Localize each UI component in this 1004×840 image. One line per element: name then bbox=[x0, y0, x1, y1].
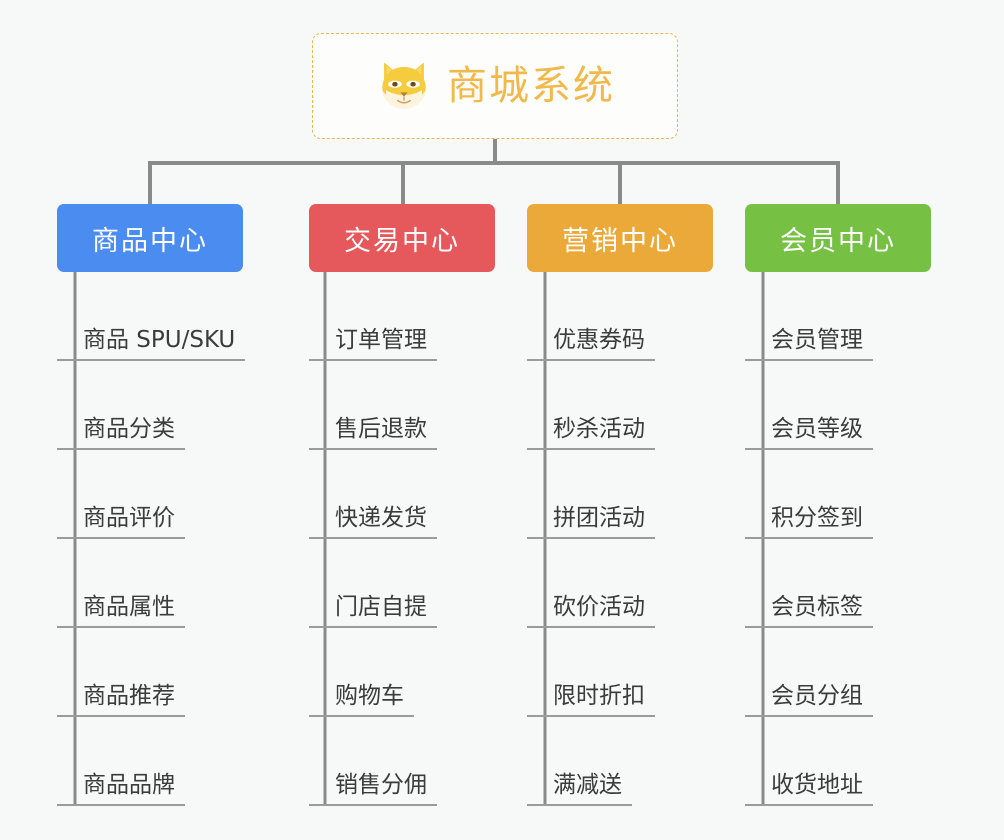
leaf-label: 商品品牌 bbox=[57, 772, 185, 806]
branch-leaf-list-2: 订单管理 售后退款 快递发货 门店自提 购物车 销售分佣 bbox=[309, 272, 495, 806]
leaf-label: 门店自提 bbox=[309, 594, 437, 628]
leaf-label: 商品分类 bbox=[57, 416, 185, 450]
leaf-item[interactable]: 商品分类 bbox=[57, 361, 243, 450]
leaf-item[interactable]: 积分签到 bbox=[745, 450, 931, 539]
leaf-label: 限时折扣 bbox=[527, 683, 655, 717]
branch-column-1: 商品中心 商品 SPU/SKU 商品分类 商品评价 商品属性 商品推荐 商品品牌 bbox=[57, 204, 246, 806]
leaf-item[interactable]: 快递发货 bbox=[309, 450, 495, 539]
branch-header-2[interactable]: 交易中心 bbox=[309, 204, 495, 272]
root-label: 商城系统 bbox=[447, 63, 615, 109]
branch-column-4: 会员中心 会员管理 会员等级 积分签到 会员标签 会员分组 收货地址 bbox=[745, 204, 931, 806]
branch-leaf-list-1: 商品 SPU/SKU 商品分类 商品评价 商品属性 商品推荐 商品品牌 bbox=[57, 272, 246, 806]
leaf-item[interactable]: 优惠券码 bbox=[527, 272, 713, 361]
leaf-label: 会员标签 bbox=[745, 594, 873, 628]
branch-leaf-list-4: 会员管理 会员等级 积分签到 会员标签 会员分组 收货地址 bbox=[745, 272, 931, 806]
leaf-label: 砍价活动 bbox=[527, 594, 655, 628]
leaf-item[interactable]: 收货地址 bbox=[745, 717, 931, 806]
leaf-item[interactable]: 会员标签 bbox=[745, 539, 931, 628]
leaf-label: 商品推荐 bbox=[57, 683, 185, 717]
leaf-item[interactable]: 订单管理 bbox=[309, 272, 495, 361]
leaf-label: 满减送 bbox=[527, 772, 632, 806]
root-node[interactable]: 商城系统 bbox=[312, 33, 678, 139]
leaf-label: 积分签到 bbox=[745, 505, 873, 539]
leaf-item[interactable]: 拼团活动 bbox=[527, 450, 713, 539]
leaf-item[interactable]: 门店自提 bbox=[309, 539, 495, 628]
leaf-label: 购物车 bbox=[309, 683, 414, 717]
branch-column-2: 交易中心 订单管理 售后退款 快递发货 门店自提 购物车 销售分佣 bbox=[309, 204, 495, 806]
branch-header-4[interactable]: 会员中心 bbox=[745, 204, 931, 272]
leaf-item[interactable]: 会员管理 bbox=[745, 272, 931, 361]
leaf-item[interactable]: 会员等级 bbox=[745, 361, 931, 450]
leaf-item[interactable]: 商品品牌 bbox=[57, 717, 243, 806]
leaf-item[interactable]: 会员分组 bbox=[745, 628, 931, 717]
leaf-item[interactable]: 商品评价 bbox=[57, 450, 243, 539]
leaf-label: 收货地址 bbox=[745, 772, 873, 806]
branch-column-3: 营销中心 优惠券码 秒杀活动 拼团活动 砍价活动 限时折扣 满减送 bbox=[527, 204, 713, 806]
leaf-item[interactable]: 购物车 bbox=[309, 628, 495, 717]
branch-header-3[interactable]: 营销中心 bbox=[527, 204, 713, 272]
leaf-label: 销售分佣 bbox=[309, 772, 437, 806]
leaf-label: 优惠券码 bbox=[527, 327, 655, 361]
leaf-item[interactable]: 秒杀活动 bbox=[527, 361, 713, 450]
leaf-item[interactable]: 售后退款 bbox=[309, 361, 495, 450]
leaf-label: 会员管理 bbox=[745, 327, 873, 361]
leaf-item[interactable]: 商品推荐 bbox=[57, 628, 243, 717]
leaf-label: 订单管理 bbox=[309, 327, 437, 361]
leaf-item[interactable]: 限时折扣 bbox=[527, 628, 713, 717]
branch-leaf-list-3: 优惠券码 秒杀活动 拼团活动 砍价活动 限时折扣 满减送 bbox=[527, 272, 713, 806]
leaf-label: 商品评价 bbox=[57, 505, 185, 539]
leaf-label: 商品 SPU/SKU bbox=[57, 327, 246, 361]
leaf-item[interactable]: 商品属性 bbox=[57, 539, 243, 628]
shiba-dog-face-icon bbox=[382, 62, 426, 109]
leaf-item[interactable]: 满减送 bbox=[527, 717, 713, 806]
leaf-label: 会员等级 bbox=[745, 416, 873, 450]
leaf-label: 拼团活动 bbox=[527, 505, 655, 539]
leaf-label: 商品属性 bbox=[57, 594, 185, 628]
leaf-label: 售后退款 bbox=[309, 416, 437, 450]
leaf-label: 会员分组 bbox=[745, 683, 873, 717]
branch-header-1[interactable]: 商品中心 bbox=[57, 204, 243, 272]
leaf-item[interactable]: 砍价活动 bbox=[527, 539, 713, 628]
leaf-item[interactable]: 商品 SPU/SKU bbox=[57, 272, 246, 361]
leaf-label: 快递发货 bbox=[309, 505, 437, 539]
leaf-item[interactable]: 销售分佣 bbox=[309, 717, 495, 806]
leaf-label: 秒杀活动 bbox=[527, 416, 655, 450]
